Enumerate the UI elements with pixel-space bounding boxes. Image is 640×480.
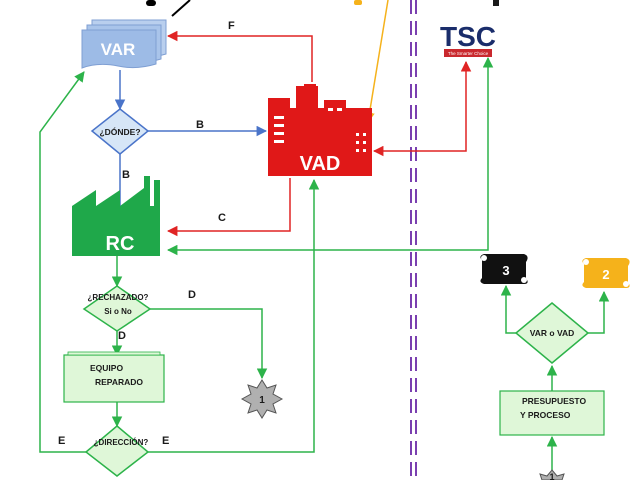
edge-label-c: C	[218, 212, 226, 224]
top-fragment	[146, 0, 499, 17]
direccion-decision: ¿DIRECCIÓN?	[84, 425, 150, 477]
separator-dashed-line	[410, 0, 417, 480]
edge-decision-to-2	[588, 290, 610, 334]
presupuesto-label-1: PRESUPUESTO	[522, 396, 586, 406]
edge-tsc-to-rc	[166, 56, 494, 256]
tsc-logo: TSC The Smarter Choice	[440, 21, 496, 57]
var-node: VAR	[81, 19, 167, 69]
scroll-3-label: 3	[502, 263, 509, 278]
scroll-2-icon: 2	[582, 258, 630, 288]
edge-label-b-down: B	[122, 169, 130, 181]
tsc-tagline: The Smarter Choice	[448, 51, 489, 56]
var-label: VAR	[101, 40, 136, 59]
edge-vad-tsc	[372, 60, 472, 157]
edge-decision-to-3	[500, 284, 516, 334]
presupuesto-label-2: Y PROCESO	[520, 410, 571, 420]
donde-label: ¿DÓNDE?	[99, 126, 140, 137]
equipo-label-2: REPARADO	[95, 377, 143, 387]
edge-label-d-down: D	[118, 330, 126, 342]
scroll-3-icon: 3	[480, 254, 528, 284]
connector-1b-label: 1	[549, 472, 554, 480]
donde-decision: ¿DÓNDE?	[90, 108, 150, 155]
equipo-reparado-process: EQUIPO REPARADO	[63, 351, 165, 403]
connector-1b-star: 1	[539, 469, 565, 480]
var-o-vad-decision: VAR o VAD	[514, 302, 590, 364]
edge-f	[166, 30, 313, 82]
edge-orange-to-vad	[364, 0, 389, 124]
presupuesto-proceso-process: PRESUPUESTO Y PROCESO	[499, 390, 605, 436]
edge-d-right	[150, 308, 268, 380]
scroll-2-label: 2	[602, 267, 609, 282]
rechazado-decision: ¿RECHAZADO? Si o No	[82, 285, 152, 332]
vad-label: VAD	[300, 153, 341, 175]
var-o-vad-label: VAR o VAD	[530, 328, 575, 338]
rc-label: RC	[106, 233, 135, 255]
edge-label-f: F	[228, 20, 235, 32]
rechazado-label-2: Si o No	[104, 307, 132, 316]
edge-c	[166, 178, 291, 237]
rechazado-label-1: ¿RECHAZADO?	[88, 293, 149, 302]
edge-e-left	[39, 71, 86, 453]
connector-1-label: 1	[259, 395, 265, 406]
vad-factory-icon: VAD	[268, 84, 372, 176]
equipo-label-1: EQUIPO	[90, 363, 123, 373]
tsc-logo-text: TSC	[440, 21, 496, 52]
rc-factory-icon: RC	[72, 176, 160, 256]
edge-label-e-right: E	[162, 435, 169, 447]
edge-label-d-right: D	[188, 289, 196, 301]
connector-1-star: 1	[240, 379, 284, 419]
edge-label-e-left: E	[58, 435, 65, 447]
direccion-label: ¿DIRECCIÓN?	[94, 438, 149, 447]
edge-e-right	[148, 178, 320, 453]
edge-label-b-right: B	[196, 119, 204, 131]
